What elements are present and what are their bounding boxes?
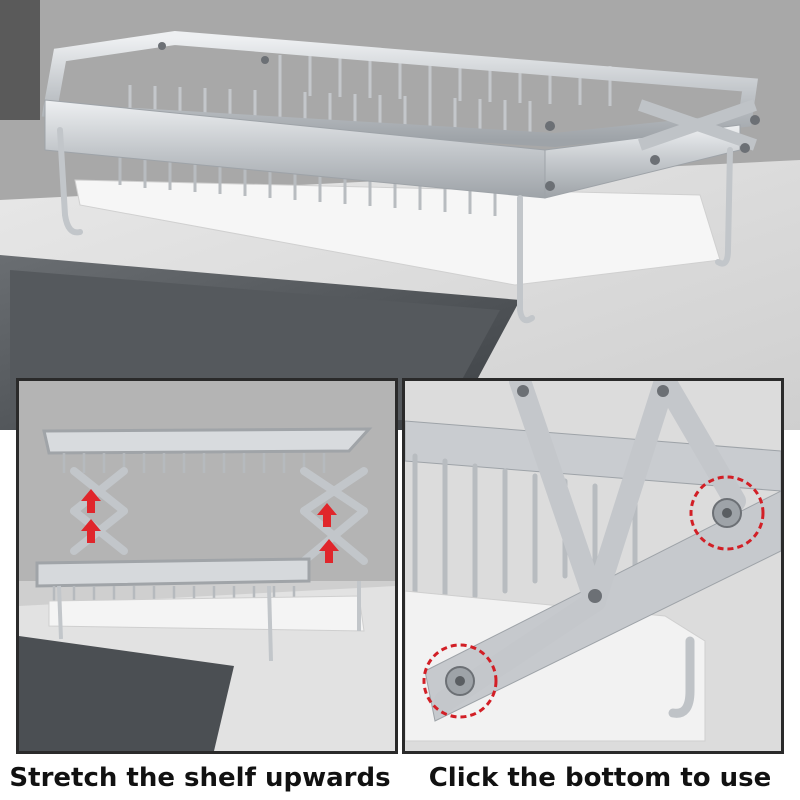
lower-tier	[35, 557, 311, 588]
hinge-closeup-illustration	[405, 381, 781, 751]
stretch-shelf-panel	[16, 378, 398, 754]
scissor-lift-right	[300, 467, 368, 565]
hinge-closeup-panel	[402, 378, 784, 754]
upper-tier	[42, 427, 373, 455]
dashed-circle-highlight-icon	[422, 643, 498, 719]
upper-tier-wires	[62, 453, 326, 473]
rack-legs	[57, 581, 361, 662]
rack-bolts	[158, 42, 760, 191]
rack-leg	[668, 636, 695, 718]
pivot-bolts	[517, 385, 669, 603]
click-bottom-caption: Click the bottom to use	[428, 763, 772, 793]
expanded-rack-illustration	[19, 381, 395, 751]
dish-rack-illustration	[0, 0, 800, 430]
up-arrow-icon	[81, 489, 339, 563]
stretch-shelf-caption: Stretch the shelf upwards	[9, 763, 391, 793]
scissor-arms	[638, 99, 757, 151]
drip-tray	[74, 179, 721, 286]
dashed-circle-highlight-icon	[689, 475, 765, 551]
hero-product-image	[0, 0, 800, 430]
rack-legs	[57, 127, 733, 324]
drip-tray	[48, 595, 365, 632]
